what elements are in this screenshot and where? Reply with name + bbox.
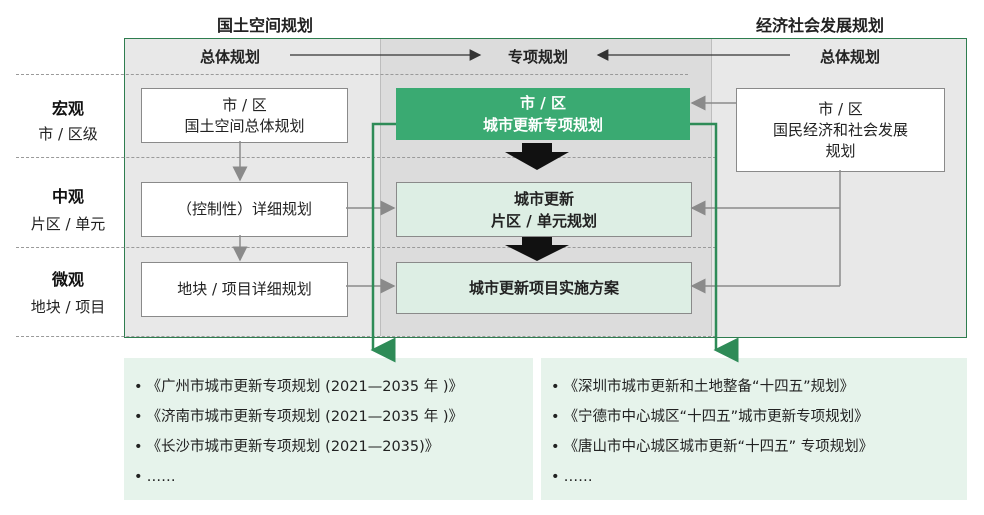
- separator-macro-meso: [16, 157, 716, 158]
- urban-renewal-project-plan-box: 城市更新项目实施方案: [396, 262, 692, 314]
- block-arrow-1: [505, 144, 569, 170]
- level-macro-sub: 市 / 区级: [38, 125, 98, 143]
- list-item: 《唐山市中心城区城市更新“十四五” 专项规划》: [551, 432, 967, 462]
- box-line: 市 / 区: [222, 95, 267, 114]
- box-line: 市 / 区: [520, 94, 566, 112]
- level-macro: 宏观 市 / 区级: [20, 95, 116, 144]
- green-connector-left: [370, 122, 396, 363]
- level-meso-main: 中观: [51, 187, 84, 206]
- separator-meso-micro: [16, 247, 716, 248]
- list-item: 《宁德市中心城区“十四五”城市更新专项规划》: [551, 402, 967, 432]
- land-space-master-plan-box: 市 / 区 国土空间总体规划: [141, 88, 348, 143]
- urban-renewal-unit-plan-box: 城市更新 片区 / 单元规划: [396, 182, 692, 237]
- box-line: （控制性）详细规划: [176, 200, 312, 218]
- level-meso: 中观 片区 / 单元: [20, 183, 116, 234]
- list-item: 《深圳市城市更新和土地整备“十四五”规划》: [551, 372, 967, 402]
- list-item: ……: [134, 462, 533, 492]
- box-line: 国民经济和社会发展: [772, 120, 908, 139]
- block-arrow-1-stem: [522, 143, 552, 153]
- separator-top: [16, 74, 688, 75]
- box-line: 国土空间总体规划: [184, 116, 305, 135]
- list-item: 《济南市城市更新专项规划 (2021—2035 年 )》: [134, 402, 533, 432]
- box-line: 城市更新项目实施方案: [468, 279, 619, 297]
- box-line: 地块 / 项目详细规划: [177, 280, 312, 298]
- box-line: 城市更新专项规划: [482, 116, 603, 134]
- left-examples-panel: 《广州市城市更新专项规划 (2021—2035 年 )》 《济南市城市更新专项规…: [124, 358, 533, 500]
- overall-planning-left-label: 总体规划: [199, 48, 260, 66]
- overall-planning-right-label: 总体规划: [819, 48, 880, 66]
- list-item: 《长沙市城市更新专项规划 (2021—2035)》: [134, 432, 533, 462]
- regulatory-detailed-plan-box: （控制性）详细规划: [141, 182, 348, 237]
- separator-bottom: [16, 336, 716, 337]
- box-line: 城市更新: [513, 189, 574, 208]
- right-examples-panel: 《深圳市城市更新和土地整备“十四五”规划》 《宁德市中心城区“十四五”城市更新专…: [541, 358, 967, 500]
- plot-detailed-plan-box: 地块 / 项目详细规划: [141, 262, 348, 317]
- box-line: 规划: [825, 141, 856, 160]
- urban-renewal-special-plan-box: 市 / 区 城市更新专项规划: [396, 88, 690, 140]
- box-line: 市 / 区: [818, 99, 863, 118]
- level-meso-sub: 片区 / 单元: [30, 215, 106, 233]
- level-macro-main: 宏观: [51, 99, 84, 118]
- level-micro: 微观 地块 / 项目: [20, 266, 116, 317]
- economic-planning-header: 经济社会发展规划: [755, 16, 884, 35]
- box-line: 片区 / 单元规划: [491, 211, 597, 230]
- list-item: ……: [551, 462, 967, 492]
- territorial-planning-header: 国土空间规划: [216, 16, 313, 35]
- special-planning-label: 专项规划: [507, 48, 568, 66]
- block-arrow-2-stem: [522, 237, 552, 246]
- economic-social-plan-box: 市 / 区 国民经济和社会发展 规划: [736, 88, 945, 172]
- level-micro-main: 微观: [51, 270, 84, 289]
- list-item: 《广州市城市更新专项规划 (2021—2035 年 )》: [134, 372, 533, 402]
- green-connector-right: [690, 122, 739, 363]
- level-micro-sub: 地块 / 项目: [30, 298, 106, 316]
- block-arrow-2: [505, 245, 569, 261]
